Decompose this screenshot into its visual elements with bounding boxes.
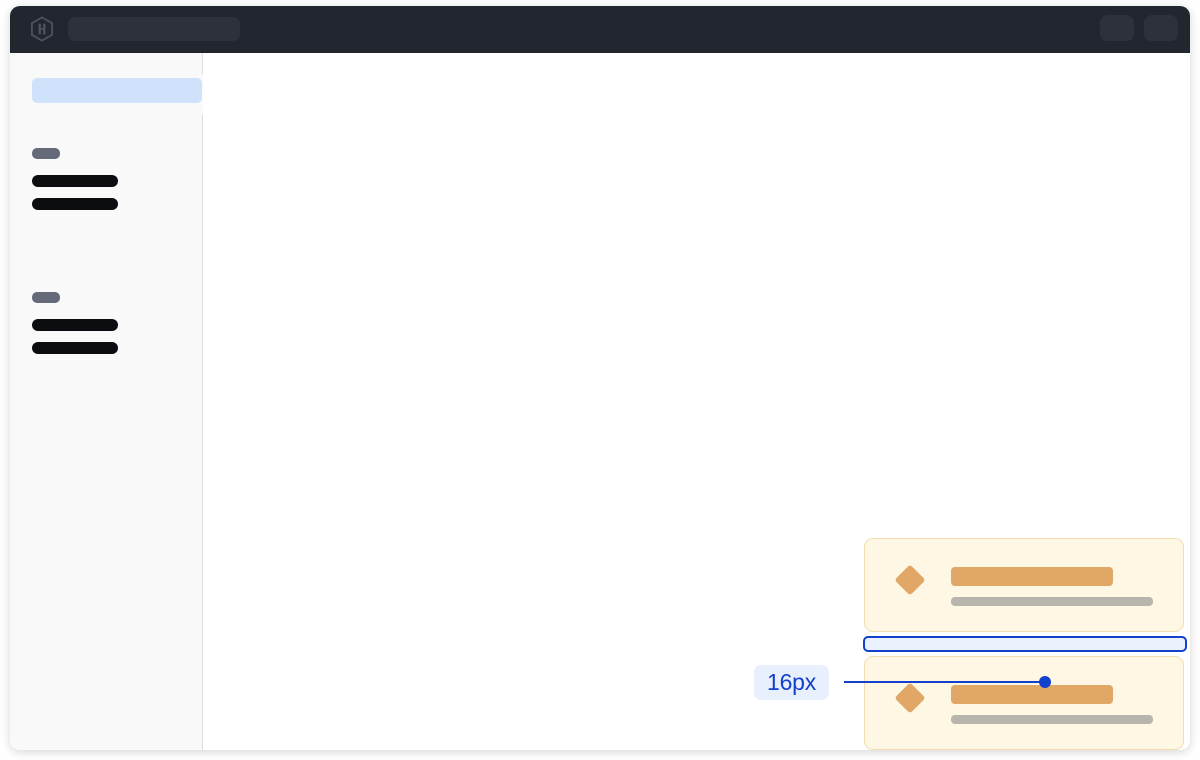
sidebar-section-label-2 xyxy=(32,292,60,303)
topbar xyxy=(10,6,1190,53)
card-subtitle xyxy=(951,715,1153,724)
leader-dot-icon xyxy=(1039,676,1051,688)
diamond-icon xyxy=(894,682,926,714)
card-title xyxy=(951,567,1113,586)
topbar-action-2[interactable] xyxy=(1144,15,1178,41)
diamond-icon xyxy=(894,564,926,596)
sidebar-group-1 xyxy=(32,148,118,210)
search-input[interactable] xyxy=(68,17,240,41)
sidebar-item-1-2[interactable] xyxy=(32,198,118,210)
card-item[interactable] xyxy=(864,656,1184,750)
sidebar-section-label-1 xyxy=(32,148,60,159)
gap-measurement-label: 16px xyxy=(754,665,830,700)
card-title xyxy=(951,685,1113,704)
card-subtitle xyxy=(951,597,1153,606)
sidebar-item-selected[interactable] xyxy=(32,78,202,103)
sidebar-group-2 xyxy=(32,292,118,354)
sidebar-item-2-1[interactable] xyxy=(32,319,118,331)
topbar-action-1[interactable] xyxy=(1100,15,1134,41)
card-item[interactable] xyxy=(864,538,1184,632)
body-area: 16px xyxy=(10,53,1190,750)
gap-highlight-box xyxy=(863,636,1187,652)
sidebar xyxy=(10,53,203,750)
topbar-actions xyxy=(1100,15,1178,41)
card-stack xyxy=(863,538,1187,750)
sidebar-item-1-1[interactable] xyxy=(32,175,118,187)
sidebar-item-2-2[interactable] xyxy=(32,342,118,354)
main-canvas: 16px xyxy=(203,53,1190,750)
app-window: 16px xyxy=(10,6,1190,750)
hashicorp-hexagon-logo-icon[interactable] xyxy=(29,16,55,42)
leader-line xyxy=(844,681,1040,683)
